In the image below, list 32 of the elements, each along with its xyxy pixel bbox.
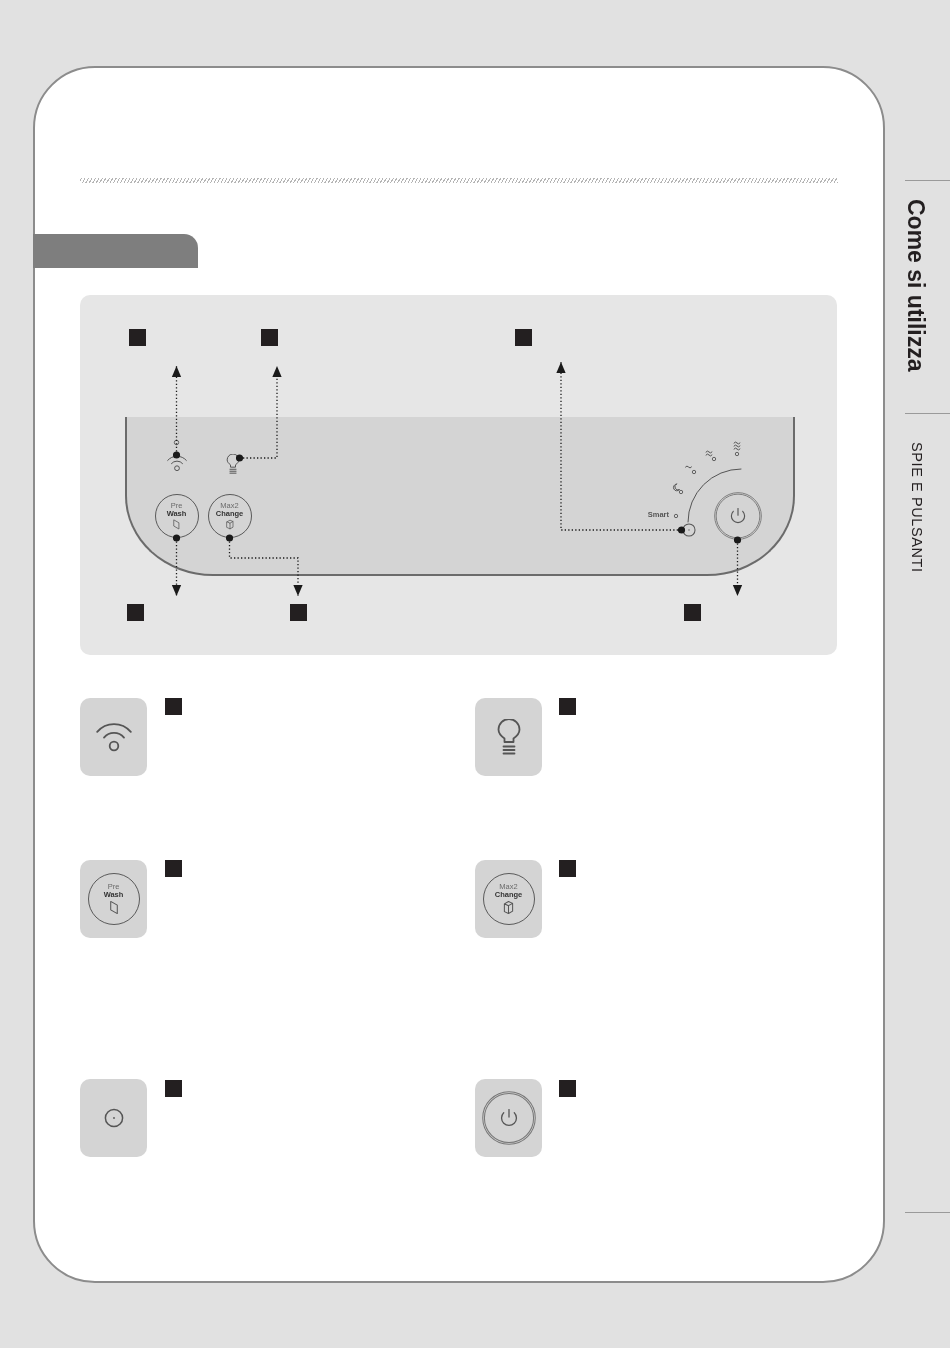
control-panel <box>125 417 795 576</box>
icon-tile <box>80 860 147 938</box>
icon-tile <box>475 1079 542 1157</box>
callout-marker <box>127 604 144 621</box>
callout-marker <box>165 698 182 715</box>
power-button <box>713 492 762 540</box>
callout-marker <box>559 1080 576 1097</box>
icon-tile <box>80 698 147 776</box>
leader-line <box>171 365 182 459</box>
callout-marker <box>684 604 701 621</box>
icon-tile <box>475 860 542 938</box>
section-tab <box>33 234 198 268</box>
callout-marker <box>165 1080 182 1097</box>
icon-tile <box>80 1079 147 1157</box>
callout-marker <box>165 860 182 877</box>
chapter-tab-title: Come si utilizza <box>904 199 927 372</box>
callout-marker <box>559 698 576 715</box>
callout-marker <box>261 329 278 346</box>
leader-line <box>235 365 282 462</box>
chapter-tab-subtitle: SPIE E PULSANTI <box>909 442 924 573</box>
callout-marker <box>290 604 307 621</box>
icon-tile <box>475 698 542 776</box>
leader-line <box>225 534 303 597</box>
callout-marker <box>559 860 576 877</box>
small-round-button <box>681 523 696 537</box>
bulb-icon <box>225 454 240 474</box>
leader-line <box>171 534 182 597</box>
callout-marker <box>515 329 532 346</box>
wifi-icon <box>166 455 187 472</box>
leader-line <box>556 361 686 534</box>
callout-marker <box>129 329 146 346</box>
leader-line <box>732 536 743 597</box>
